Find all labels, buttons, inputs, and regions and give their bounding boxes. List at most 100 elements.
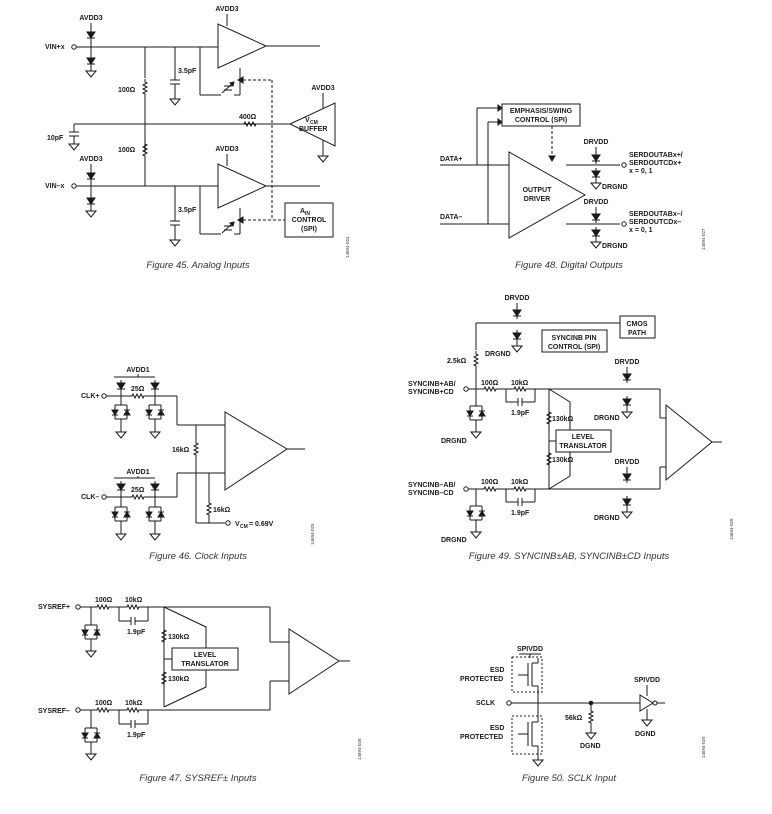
fig45-code: 14694-024 — [345, 236, 350, 258]
vcm-value: = 0.69V — [249, 521, 274, 528]
data-plus-label: DATA+ — [440, 156, 463, 163]
sysref-plus-label: SYSREF+ — [38, 604, 70, 611]
serdout-minus-2: SERDOUTCDx– — [629, 219, 681, 226]
driver-label: DRIVER — [524, 196, 550, 203]
syncinb-control-box — [541, 329, 608, 353]
cap-bottom-label: 1.9pF — [511, 510, 530, 517]
r100-bottom-label: 100Ω — [118, 147, 136, 154]
avdd3-mid-label: AVDD3 — [79, 156, 102, 163]
vcm-buffer-main: V — [305, 117, 310, 124]
r10k-top-label: 10kΩ — [125, 597, 143, 604]
vin-minus-label: VIN–x — [45, 183, 65, 190]
sysref-amplifier — [288, 628, 340, 695]
esd-box-bottom — [511, 715, 543, 755]
translator-label: TRANSLATOR — [181, 661, 229, 668]
vcm-buffer-sub: CM — [310, 120, 318, 126]
drvdd-bottom-label: DRVDD — [584, 199, 609, 206]
amplifier-bottom — [217, 163, 268, 209]
fig47-code: 14694-026 — [357, 738, 362, 760]
r100-top-label: 100Ω — [118, 87, 136, 94]
drvdd-r1-label: DRVDD — [615, 359, 640, 366]
ain-control-box — [284, 202, 334, 238]
figure-45-analog-inputs: AVDD3 VIN+x AVDD3 100Ω 3.5pF 10pF — [45, 6, 350, 271]
fig46-code: 14694-025 — [310, 523, 315, 545]
serdout-plus-1: SERDOUTABx+/ — [629, 152, 683, 159]
esd-box-top — [511, 656, 543, 693]
r16k-b-label: 16kΩ — [213, 507, 231, 514]
ain-control-label: CONTROL — [292, 217, 327, 224]
output-label: OUTPUT — [523, 187, 553, 194]
translator-label: TRANSLATOR — [559, 443, 607, 450]
avdd3-top-label: AVDD3 — [79, 15, 102, 22]
fig49-code: 14694-028 — [729, 518, 734, 540]
cap-3p5-bottom-label: 3.5pF — [178, 207, 197, 214]
spivdd-right-label: SPIVDD — [634, 677, 660, 684]
cmos-label: CMOS — [627, 321, 648, 328]
syncinb-spi-label: CONTROL (SPI) — [548, 344, 600, 351]
sclk-buffer — [639, 694, 654, 712]
drgnd-top-label: DRGND — [485, 351, 511, 358]
r130k-bottom-label: 130kΩ — [168, 676, 190, 683]
r130k-bottom-label: 130kΩ — [552, 457, 574, 464]
drvdd-top-label: DRVDD — [505, 295, 530, 302]
r10k-top-label: 10kΩ — [511, 380, 529, 387]
vcm-buffer — [288, 102, 336, 147]
fig50-caption: Figure 50. SCLK Input — [522, 773, 616, 784]
fig49-caption: Figure 49. SYNCINB±AB, SYNCINB±CD Inputs — [469, 551, 670, 562]
r100-top-label: 100Ω — [95, 597, 113, 604]
level-label: LEVEL — [194, 652, 217, 659]
esd-top-protected-label: PROTECTED — [460, 676, 503, 683]
avdd3-amp-top-label: AVDD3 — [215, 6, 238, 13]
buffer-label: BUFFER — [299, 126, 327, 133]
spivdd-left-label: SPIVDD — [517, 646, 543, 653]
cap-bottom-label: 1.9pF — [127, 732, 146, 739]
vcm-main: V — [235, 521, 240, 528]
r100-bottom-label: 100Ω — [95, 700, 113, 707]
figure-49-syncinb-inputs: DRVDD DRGND CMOS PATH SYNCINB PIN CONTRO… — [408, 295, 734, 562]
fig47-caption: Figure 47. SYSREF± Inputs — [139, 773, 256, 784]
cap-top-label: 1.9pF — [127, 629, 146, 636]
fig50-code: 14694-029 — [701, 736, 706, 758]
ain-main: A — [300, 208, 305, 215]
drgnd-r1-label: DRGND — [594, 415, 620, 422]
syncinb-pin-label: SYNCINB PIN — [551, 335, 596, 342]
serdout-minus-1: SERDOUTABx–/ — [629, 211, 683, 218]
fig46-caption: Figure 46. Clock Inputs — [149, 551, 247, 562]
figure-50-sclk-input: SPIVDD ESD PROTECTED SCLK 56kΩ DGND SPIV… — [460, 646, 706, 784]
esd-top-label: ESD — [490, 667, 504, 674]
cap-10pf-label: 10pF — [47, 135, 64, 142]
clk-plus-label: CLK+ — [81, 393, 99, 400]
figure-47-sysref-inputs: SYSREF+ 100Ω 10kΩ 1.9pF 130kΩ 130kΩ LEVE… — [38, 597, 362, 784]
cap-top-label: 1.9pF — [511, 410, 530, 417]
data-minus-label: DATA– — [440, 214, 462, 221]
output-driver — [508, 151, 587, 239]
r100-top-label: 100Ω — [481, 380, 499, 387]
sysref-minus-label: SYSREF– — [38, 708, 70, 715]
figure-46-clock-inputs: AVDD1 25Ω CLK+ 16kΩ AVDD1 25Ω — [81, 367, 315, 562]
ain-sub: IN — [305, 211, 310, 217]
fig48-code: 14694-027 — [701, 228, 706, 250]
serdout-plus-2: SERDOUTCDx+ — [629, 160, 681, 167]
cmos-path-box — [619, 315, 656, 339]
avdd3-buffer-label: AVDD3 — [311, 85, 334, 92]
serdout-plus-3: x = 0, 1 — [629, 168, 653, 175]
dgnd-r-label: DGND — [580, 743, 601, 750]
drgnd-left-2-label: DRGND — [441, 537, 467, 544]
fig48-caption: Figure 48. Digital Outputs — [515, 260, 623, 271]
avdd1-top-label: AVDD1 — [126, 367, 149, 374]
syncinb-plus-1: SYNCINB+AB/ — [408, 381, 456, 388]
drgnd-r2-label: DRGND — [594, 515, 620, 522]
vin-plus-label: VIN+x — [45, 44, 65, 51]
r16k-a-label: 16kΩ — [172, 447, 190, 454]
syncinb-minus-2: SYNCINB–CD — [408, 490, 454, 497]
drgnd-bottom-label: DRGND — [602, 243, 628, 250]
level-label: LEVEL — [572, 434, 595, 441]
r25-top-label: 25Ω — [131, 386, 145, 393]
figure-48-digital-outputs: EMPHASIS/SWING CONTROL (SPI) DATA+ DATA–… — [440, 103, 706, 271]
r56k-label: 56kΩ — [565, 715, 583, 722]
esd-bottom-protected-label: PROTECTED — [460, 734, 503, 741]
avdd1-bottom-label: AVDD1 — [126, 469, 149, 476]
vcm-sub: CM — [240, 524, 248, 530]
clock-amplifier — [224, 411, 288, 491]
